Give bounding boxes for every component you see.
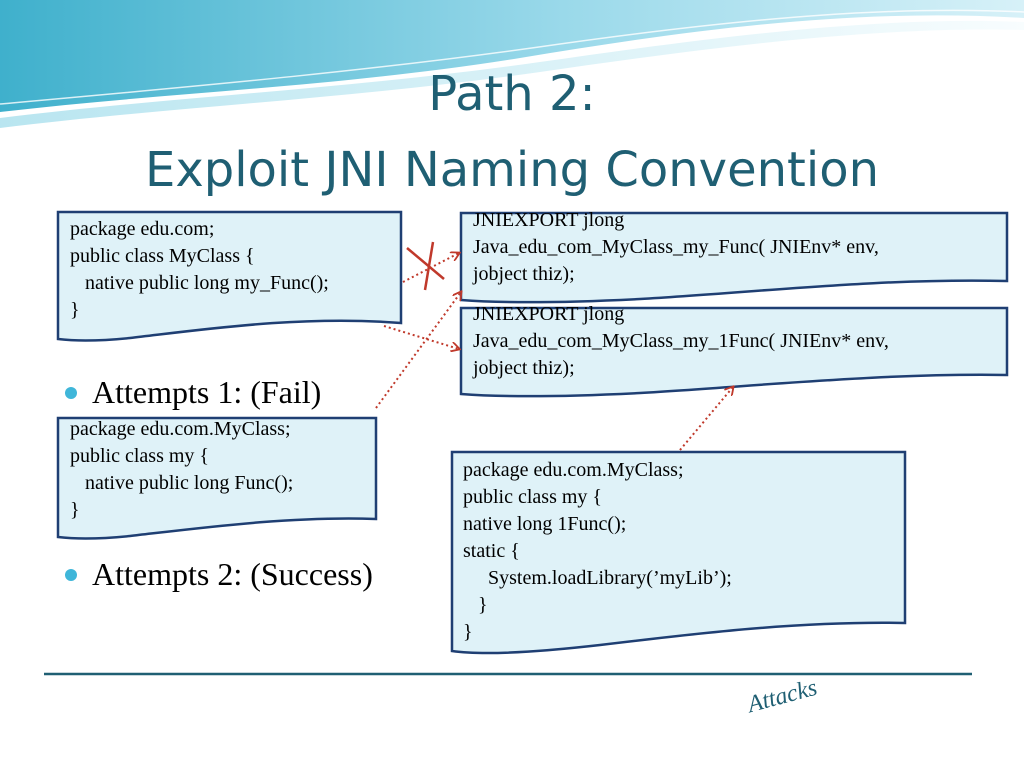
header-wave-highlight (0, 20, 1024, 128)
code-line: package edu.com.MyClass; (463, 459, 684, 481)
java-attempt-1-box (56, 416, 378, 540)
code-line: native public long my_Func(); (70, 272, 329, 294)
header-wave (0, 0, 1024, 112)
code-line: native long 1Func(); (463, 513, 627, 535)
code-line: public class my { (463, 486, 603, 508)
code-line: jobject thiz); (473, 263, 575, 285)
arrow-original-to-func-2 (383, 325, 459, 349)
code-line: JNIEXPORT jlong (473, 209, 625, 231)
bullet-attempt-2: Attempts 2: (Success) (92, 556, 373, 592)
arrow-attempt-2-to-func-2 (679, 387, 733, 451)
code-line: package edu.com.MyClass; (70, 418, 291, 440)
code-line: native public long Func(); (70, 472, 294, 494)
native-func-2-code: JNIEXPORT jlong Java_edu_com_MyClass_my_… (473, 301, 889, 382)
java-attempt-1-code: package edu.com.MyClass; public class my… (70, 416, 293, 524)
code-line: System.loadLibrary(’myLib’); (463, 567, 732, 589)
header-wave-line (0, 9, 1024, 105)
code-line: static { (463, 540, 520, 562)
bullet-dot-icon (65, 387, 77, 399)
native-func-1-box (459, 211, 1009, 304)
code-line: Java_edu_com_MyClass_my_1Func( JNIEnv* e… (473, 330, 889, 352)
code-line: } (70, 499, 80, 521)
arrow-attempt-1-to-func-1 (375, 292, 461, 409)
java-attempt-2-code: package edu.com.MyClass; public class my… (463, 457, 732, 646)
code-line: } (463, 621, 473, 643)
bullet-attempt-1: Attempts 1: (Fail) (92, 374, 322, 410)
x-mark-icon (406, 241, 445, 291)
native-func-1-code: JNIEXPORT jlong Java_edu_com_MyClass_my_… (473, 207, 879, 288)
java-original-box (56, 210, 403, 342)
code-line: } (463, 594, 488, 616)
native-func-2-box (459, 306, 1009, 398)
code-line: public class my { (70, 445, 210, 467)
code-line: Java_edu_com_MyClass_my_Func( JNIEnv* en… (473, 236, 879, 258)
code-line: package edu.com; (70, 218, 215, 240)
slide-title-line-1: Path 2: (428, 66, 596, 122)
code-line: jobject thiz); (473, 357, 575, 379)
slide-title-line-2: Exploit JNI Naming Convention (145, 142, 879, 198)
code-line: public class MyClass { (70, 245, 255, 267)
code-line: } (70, 299, 80, 321)
java-original-code: package edu.com; public class MyClass { … (70, 216, 329, 324)
bullet-dot-icon (65, 569, 77, 581)
java-attempt-2-box (450, 450, 907, 655)
code-line: JNIEXPORT jlong (473, 303, 625, 325)
